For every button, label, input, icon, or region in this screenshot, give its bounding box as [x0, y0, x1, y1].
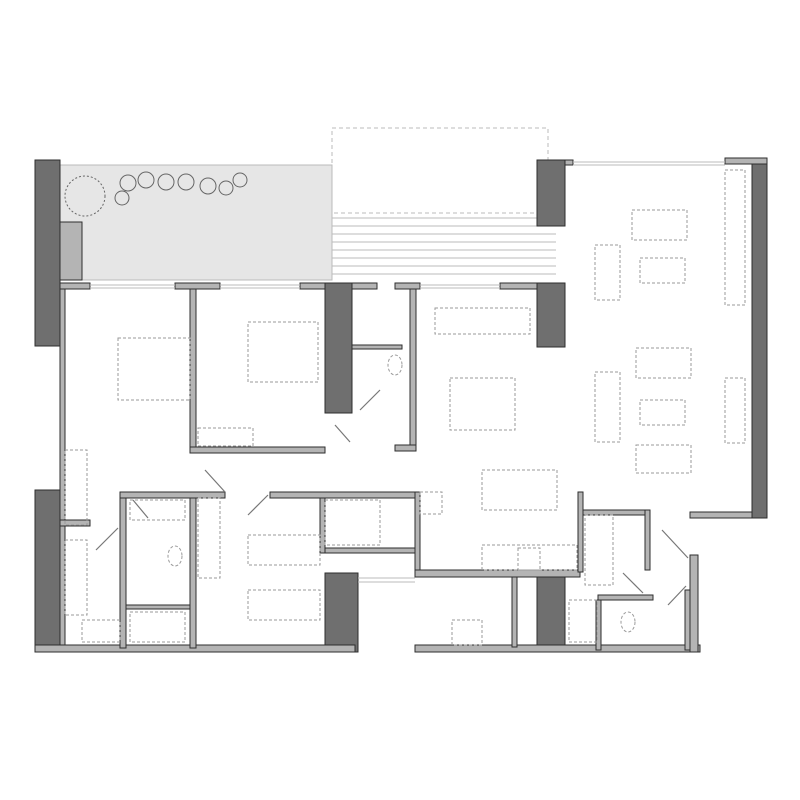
toilet-icon [620, 611, 636, 633]
wardrobe-1 [64, 449, 88, 526]
sofa-3 [635, 347, 692, 379]
windows [90, 161, 725, 583]
toilet-icon [387, 354, 403, 376]
kitchen-counter [481, 544, 578, 571]
bed-1 [117, 337, 191, 401]
doors [95, 389, 689, 606]
sofa-2 [594, 244, 621, 301]
sofa-1 [631, 209, 688, 241]
utility [584, 514, 614, 586]
shower [129, 611, 186, 643]
vanity-2 [324, 499, 381, 546]
vanity [129, 499, 186, 521]
plant-icon [64, 171, 248, 217]
kitchen-island [481, 469, 558, 511]
dining-table [449, 377, 516, 431]
sideboard-2 [724, 377, 746, 444]
table-1 [639, 257, 686, 284]
washer [451, 619, 483, 646]
bed-2 [247, 321, 319, 383]
shower-2 [568, 599, 598, 643]
bench-2 [81, 619, 121, 643]
deck-boards [332, 217, 556, 275]
toilet-icon [167, 545, 183, 567]
stove [517, 547, 541, 571]
walls [34, 157, 768, 653]
bed-3 [247, 534, 321, 566]
table-2 [639, 399, 686, 426]
bed-4 [247, 589, 321, 621]
furniture [64, 169, 746, 646]
terrace [59, 127, 556, 281]
sofa-4 [594, 371, 621, 443]
sideboard [724, 169, 746, 306]
desk [434, 307, 531, 335]
fridge [419, 491, 443, 515]
wardrobe-2 [64, 539, 88, 616]
wardrobe-3 [197, 497, 221, 579]
bench [197, 427, 254, 447]
sofa-5 [635, 444, 692, 474]
